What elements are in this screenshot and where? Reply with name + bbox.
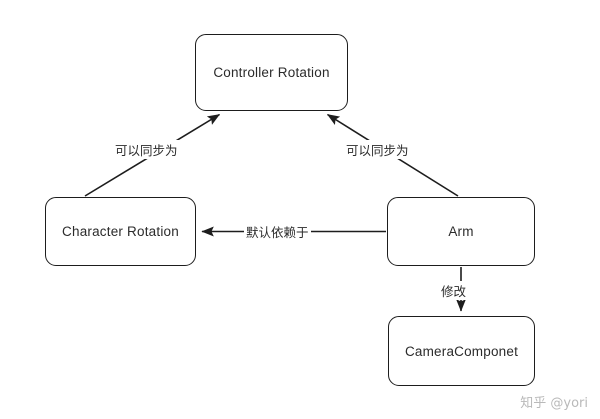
- edge-label-arm-to-camera: 修改: [439, 281, 469, 300]
- node-controller-rotation[interactable]: Controller Rotation: [195, 34, 348, 111]
- node-camera-component[interactable]: CameraComponet: [388, 316, 535, 386]
- node-arm[interactable]: Arm: [387, 197, 535, 266]
- edge-label-character-to-controller: 可以同步为: [113, 140, 180, 159]
- node-label: Controller Rotation: [213, 65, 330, 80]
- node-character-rotation[interactable]: Character Rotation: [45, 197, 196, 266]
- node-label: Character Rotation: [62, 224, 179, 239]
- node-label: Arm: [448, 224, 474, 239]
- edge-label-arm-to-controller: 可以同步为: [344, 140, 411, 159]
- watermark: 知乎 @yori: [520, 396, 588, 411]
- edge-label-arm-to-character: 默认依赖于: [244, 222, 311, 241]
- node-label: CameraComponet: [404, 343, 519, 359]
